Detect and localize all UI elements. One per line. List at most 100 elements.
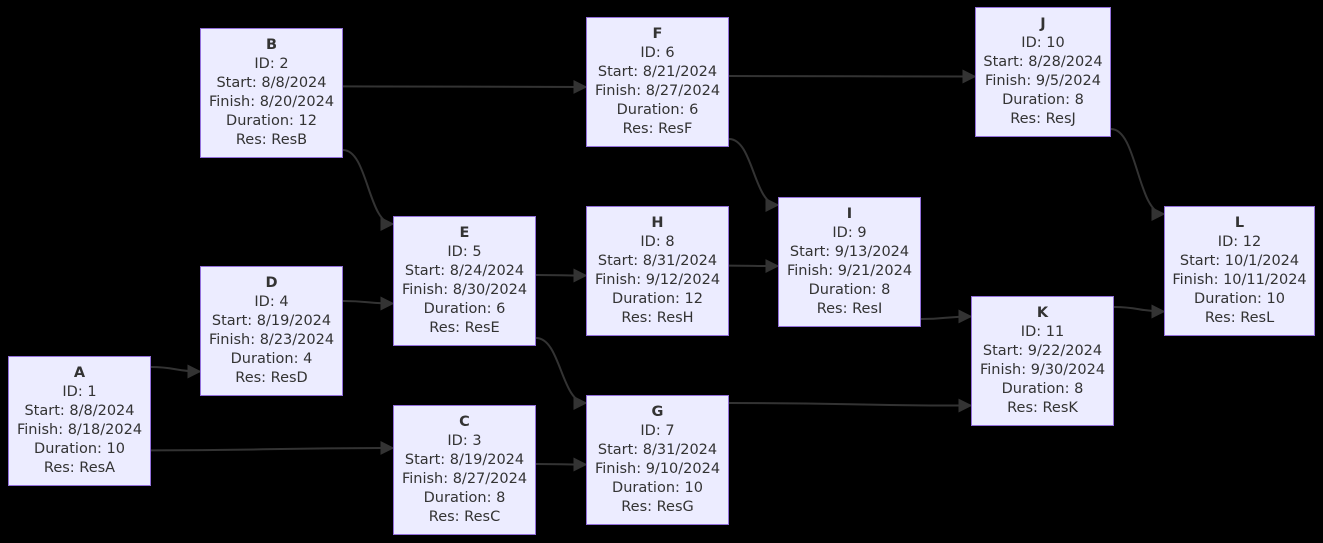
- task-start: Start: 8/31/2024: [597, 442, 718, 458]
- task-duration: Duration: 6: [423, 301, 506, 317]
- task-name: L: [1234, 215, 1245, 231]
- task-name: A: [73, 365, 86, 381]
- task-duration: Duration: 8: [808, 282, 891, 298]
- task-resource: Res: ResH: [621, 310, 694, 326]
- task-id: ID: 11: [1020, 324, 1065, 340]
- task-name: C: [459, 414, 470, 430]
- task-resource: Res: ResA: [43, 460, 116, 476]
- task-node-b[interactable]: B ID: 2 Start: 8/8/2024 Finish: 8/20/202…: [200, 28, 343, 158]
- task-node-i[interactable]: I ID: 9 Start: 9/13/2024 Finish: 9/21/20…: [778, 197, 921, 327]
- task-start: Start: 8/8/2024: [24, 403, 135, 419]
- task-start: Start: 8/28/2024: [983, 54, 1103, 70]
- task-start: Start: 9/13/2024: [789, 244, 910, 260]
- task-node-c[interactable]: C ID: 3 Start: 8/19/2024 Finish: 8/27/20…: [393, 405, 536, 535]
- task-finish: Finish: 9/30/2024: [979, 362, 1106, 378]
- task-finish: Finish: 8/30/2024: [401, 282, 528, 298]
- edge-i-k: [920, 309, 973, 324]
- task-finish: Finish: 8/20/2024: [208, 94, 335, 110]
- task-node-k[interactable]: K ID: 11 Start: 9/22/2024 Finish: 9/30/2…: [971, 296, 1114, 426]
- task-duration: Duration: 12: [612, 291, 703, 307]
- task-resource: Res: ResI: [816, 301, 883, 317]
- task-id: ID: 4: [254, 294, 289, 310]
- task-node-a[interactable]: A ID: 1 Start: 8/8/2024 Finish: 8/18/202…: [8, 356, 151, 486]
- task-node-h[interactable]: H ID: 8 Start: 8/31/2024 Finish: 9/12/20…: [586, 206, 729, 336]
- task-duration: Duration: 8: [1001, 381, 1084, 397]
- task-resource: Res: ResD: [235, 370, 308, 386]
- task-id: ID: 9: [832, 225, 867, 241]
- task-duration: Duration: 8: [423, 490, 506, 506]
- task-duration: Duration: 6: [616, 102, 699, 118]
- task-name: G: [651, 404, 664, 420]
- task-name: B: [265, 37, 278, 53]
- edge-d-e: [342, 296, 395, 311]
- task-node-l[interactable]: L ID: 12 Start: 10/1/2024 Finish: 10/11/…: [1164, 206, 1315, 336]
- edge-f-i: [728, 138, 780, 212]
- task-duration: Duration: 10: [612, 480, 703, 496]
- task-finish: Finish: 8/27/2024: [594, 83, 721, 99]
- task-finish: Finish: 8/18/2024: [16, 422, 143, 438]
- edge-f-j: [728, 69, 977, 84]
- task-id: ID: 10: [1021, 35, 1065, 51]
- task-finish: Finish: 9/21/2024: [786, 263, 913, 279]
- edge-c-g: [535, 457, 588, 472]
- task-finish: Finish: 9/10/2024: [594, 461, 721, 477]
- task-node-f[interactable]: F ID: 6 Start: 8/21/2024 Finish: 8/27/20…: [586, 17, 729, 147]
- task-finish: Finish: 9/5/2024: [985, 73, 1101, 89]
- edge-g-k: [728, 398, 973, 413]
- edge-e-h: [535, 268, 588, 283]
- task-finish: Finish: 8/23/2024: [208, 332, 335, 348]
- task-start: Start: 8/31/2024: [597, 253, 718, 269]
- task-start: Start: 9/22/2024: [982, 343, 1103, 359]
- task-start: Start: 8/19/2024: [211, 313, 332, 329]
- task-node-d[interactable]: D ID: 4 Start: 8/19/2024 Finish: 8/23/20…: [200, 266, 343, 396]
- task-resource: Res: ResK: [1007, 400, 1078, 416]
- task-resource: Res: ResE: [429, 320, 500, 336]
- task-resource: Res: ResG: [621, 499, 694, 515]
- task-node-j[interactable]: J ID: 10 Start: 8/28/2024 Finish: 9/5/20…: [975, 7, 1111, 137]
- edge-k-l: [1113, 304, 1166, 319]
- task-id: ID: 6: [640, 45, 675, 61]
- task-id: ID: 3: [447, 433, 482, 449]
- task-resource: Res: ResJ: [1010, 111, 1076, 127]
- task-start: Start: 8/24/2024: [404, 263, 525, 279]
- task-id: ID: 2: [254, 56, 289, 72]
- task-duration: Duration: 10: [1194, 291, 1285, 307]
- task-name: F: [652, 26, 663, 42]
- edge-j-l: [1110, 128, 1166, 221]
- task-name: D: [265, 275, 278, 291]
- task-id: ID: 8: [640, 234, 675, 250]
- task-duration: Duration: 8: [1002, 92, 1084, 108]
- task-resource: Res: ResB: [235, 132, 308, 148]
- task-start: Start: 8/21/2024: [597, 64, 718, 80]
- task-name: K: [1036, 305, 1049, 321]
- edge-b-e: [342, 149, 395, 231]
- task-id: ID: 1: [62, 384, 97, 400]
- edge-a-d: [150, 364, 202, 379]
- task-finish: Finish: 9/12/2024: [594, 272, 721, 288]
- task-node-e[interactable]: E ID: 5 Start: 8/24/2024 Finish: 8/30/20…: [393, 216, 536, 346]
- edge-e-g: [535, 337, 588, 410]
- task-id: ID: 7: [640, 423, 675, 439]
- task-name: H: [651, 215, 664, 231]
- edge-a-c: [150, 440, 395, 455]
- task-duration: Duration: 10: [34, 441, 125, 457]
- edge-b-f: [342, 79, 588, 94]
- task-duration: Duration: 12: [226, 113, 317, 129]
- task-name: I: [846, 206, 853, 222]
- task-name: J: [1040, 16, 1046, 32]
- task-resource: Res: ResF: [622, 121, 693, 137]
- task-resource: Res: ResC: [428, 509, 501, 525]
- task-start: Start: 8/8/2024: [216, 75, 327, 91]
- task-resource: Res: ResL: [1204, 310, 1275, 326]
- task-id: ID: 5: [447, 244, 482, 260]
- task-start: Start: 10/1/2024: [1179, 253, 1300, 269]
- task-duration: Duration: 4: [230, 351, 313, 367]
- task-finish: Finish: 8/27/2024: [401, 471, 528, 487]
- task-start: Start: 8/19/2024: [404, 452, 525, 468]
- task-id: ID: 12: [1217, 234, 1262, 250]
- task-name: E: [459, 225, 470, 241]
- task-node-g[interactable]: G ID: 7 Start: 8/31/2024 Finish: 9/10/20…: [586, 395, 729, 525]
- task-finish: Finish: 10/11/2024: [1172, 272, 1307, 288]
